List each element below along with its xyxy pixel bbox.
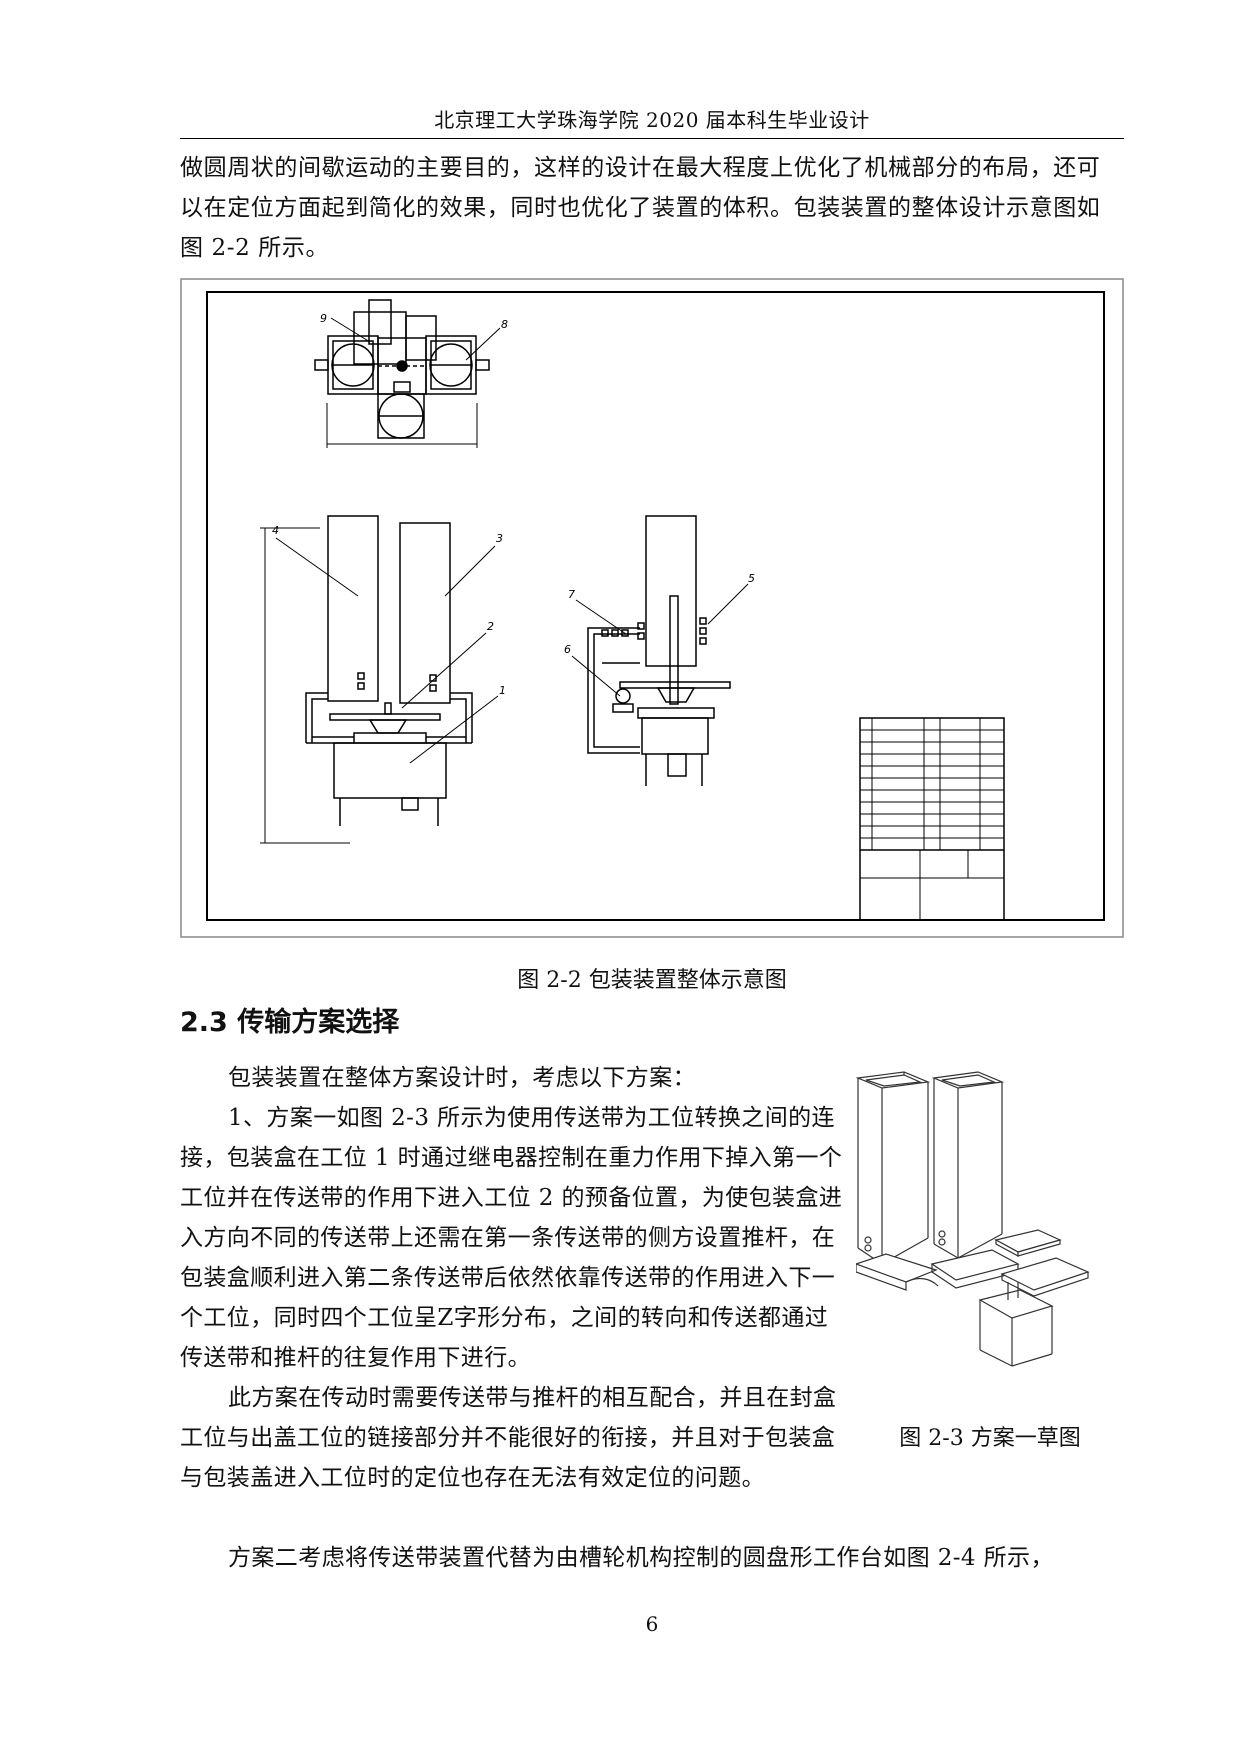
figure-2-3	[854, 1068, 1124, 1368]
paragraph-plans: 包装装置在整体方案设计时，考虑以下方案：	[228, 1065, 696, 1091]
paragraph-intro: 做圆周状的间歇运动的主要目的，这样的设计在最大程度上优化了机械部分的布局，还可以…	[180, 155, 1101, 261]
part-label-8: 8	[501, 318, 508, 331]
paragraph-plan-one-issues: 此方案在传动时需要传送带与推杆的相互配合，并且在封盒工位与出盖工位的链接部分并不…	[180, 1385, 837, 1491]
title-block	[859, 717, 1005, 921]
running-header: 北京理工大学珠海学院 2020 届本科生毕业设计	[434, 108, 870, 132]
engineering-drawing: 9 8	[180, 278, 1124, 938]
part-label-1: 1	[499, 684, 506, 697]
header-rule	[180, 138, 1124, 139]
side-view	[571, 515, 749, 786]
paragraph-plan-two: 方案二考虑将传送带装置代替为由槽轮机构控制的圆盘形工作台如图 2-4 所示，	[228, 1545, 1054, 1571]
section-number: 2.3	[180, 1007, 228, 1038]
part-label-4: 4	[272, 524, 279, 537]
top-view	[314, 299, 501, 448]
paragraph-plan-one: 1、方案一如图 2-3 所示为使用传送带为工位转换之间的连接，包装盒在工位 1 …	[180, 1105, 843, 1371]
part-label-7: 7	[568, 588, 575, 601]
figure-2-2-caption: 图 2-2 包装装置整体示意图	[517, 968, 787, 993]
figure-2-3-caption: 图 2-3 方案一草图	[899, 1426, 1081, 1451]
part-label-2: 2	[487, 620, 494, 633]
front-view	[260, 515, 499, 844]
part-label-5: 5	[748, 572, 755, 585]
part-label-9: 9	[320, 312, 327, 325]
page-number: 6	[645, 1612, 659, 1636]
part-label-3: 3	[496, 532, 503, 545]
plan-one-sketch	[854, 1071, 1090, 1367]
section-heading: 2.3 传输方案选择	[180, 1000, 399, 1039]
section-title: 传输方案选择	[237, 1007, 400, 1038]
part-label-6: 6	[564, 643, 571, 656]
figure-2-2: 9 8	[180, 278, 1124, 938]
